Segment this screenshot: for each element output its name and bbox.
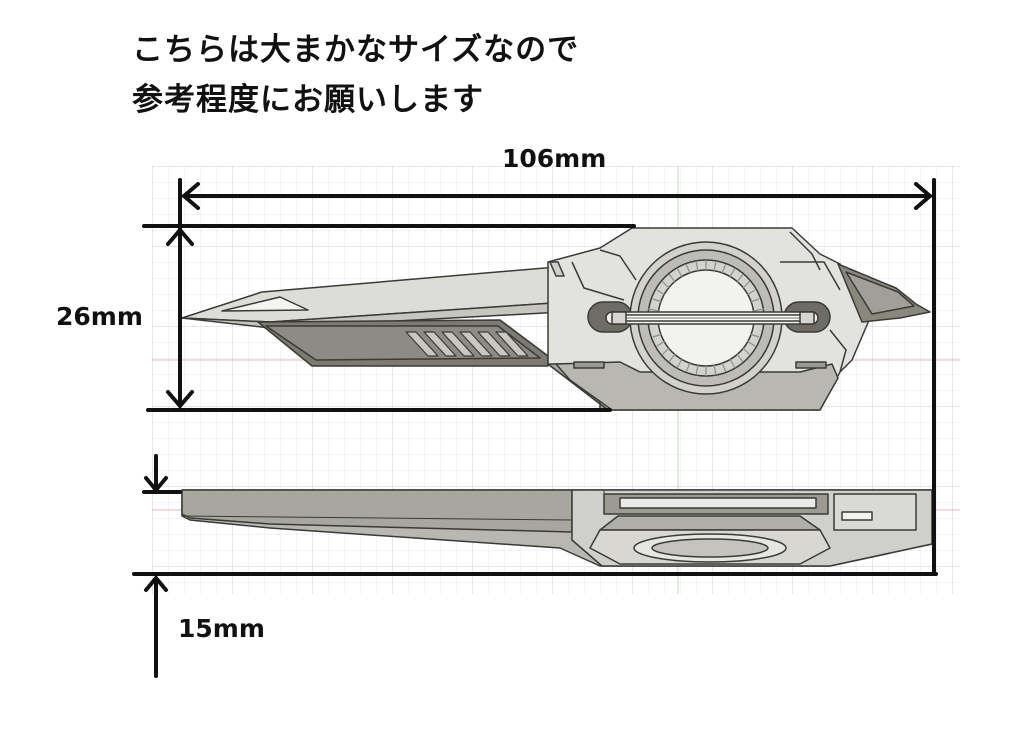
bottom-view-part	[181, 489, 933, 567]
gear-teeth	[647, 260, 765, 376]
note-line-2: 参考程度にお願いします	[132, 82, 484, 118]
side-view-part	[181, 227, 931, 411]
depth-dimension-label: 15mm	[178, 614, 265, 643]
dimension-lines	[132, 178, 938, 678]
note-line-1: こちらは大まかなサイズなので	[132, 32, 580, 68]
height-dimension-label: 26mm	[56, 302, 143, 331]
vent-slots	[405, 331, 529, 357]
width-dimension-label: 106mm	[502, 144, 607, 173]
